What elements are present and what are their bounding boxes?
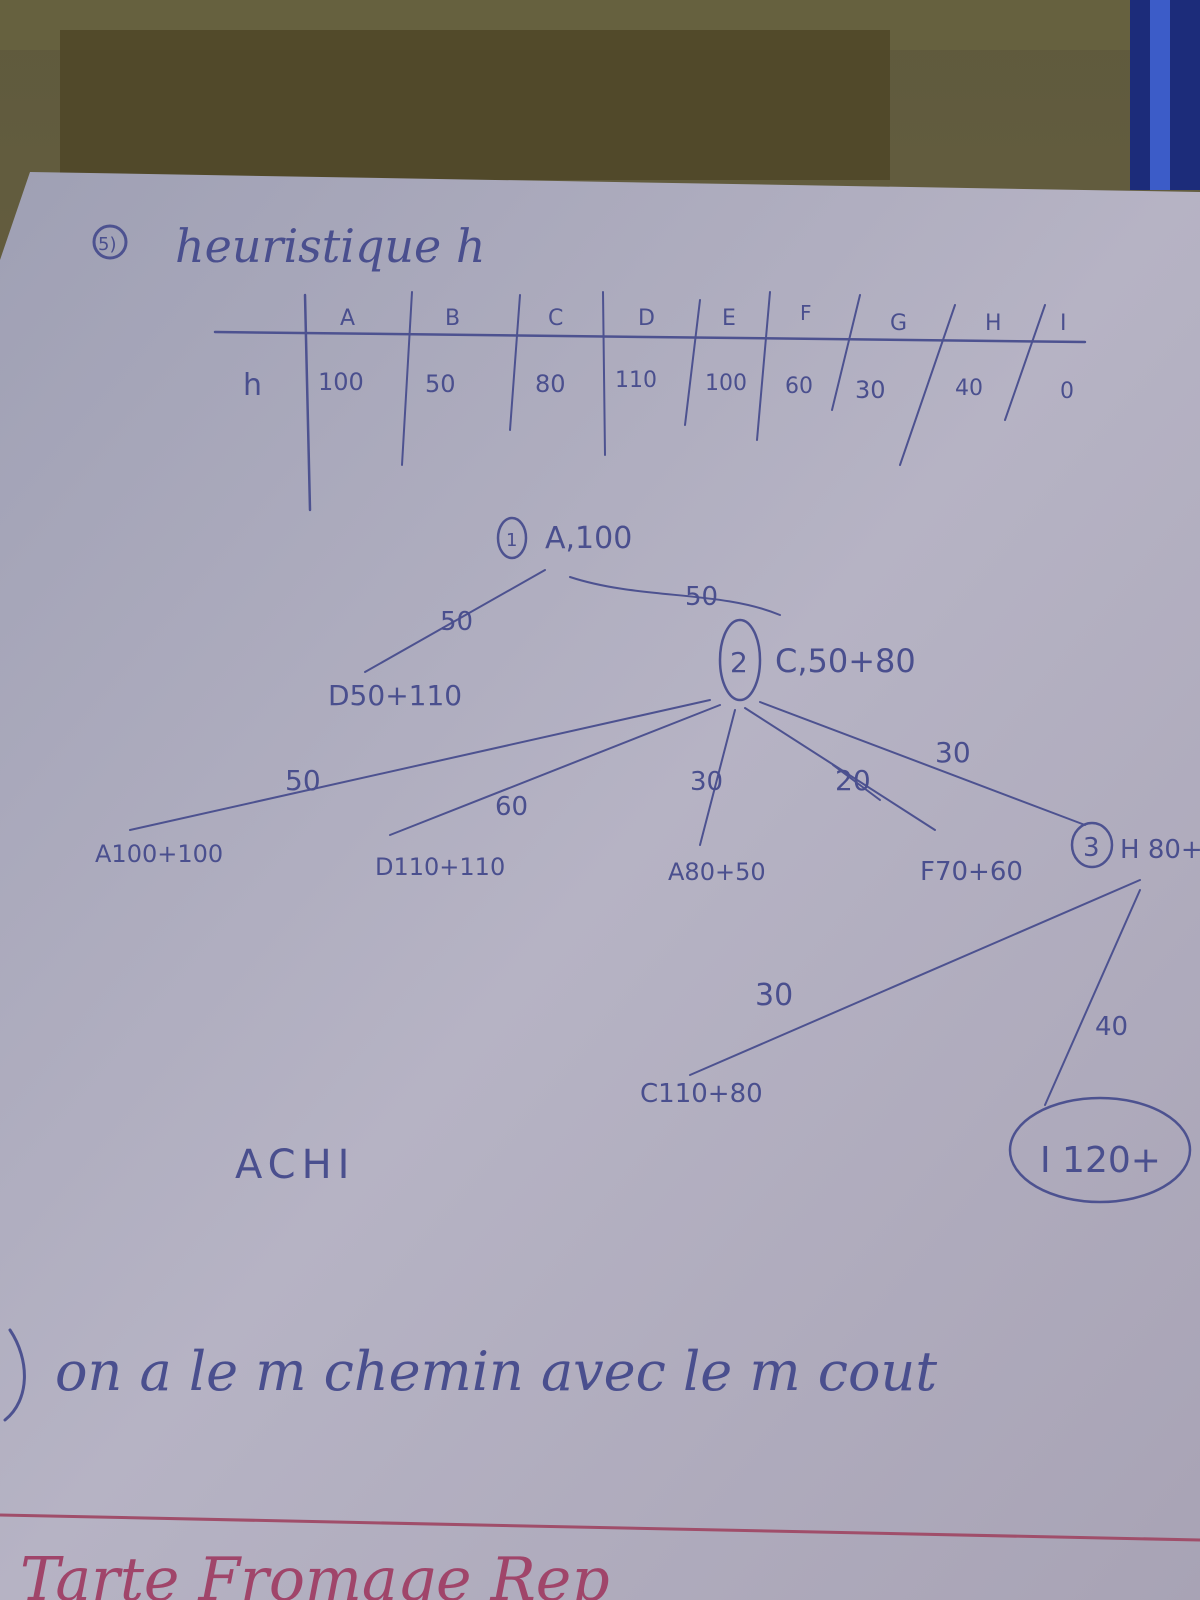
edge-cost: 50 (285, 764, 321, 797)
step-marker: 1 (506, 530, 517, 551)
paper-sheet (0, 172, 1200, 1600)
tree-node-label: C110+80 (640, 1079, 763, 1109)
goal-node-circle (1008, 1096, 1192, 1204)
tree-node-label: A100+100 (95, 840, 223, 868)
table-node-label: D (638, 306, 655, 331)
margin-rule (0, 1513, 1200, 1542)
step-marker-circle (496, 516, 528, 560)
tree-node-label: F70+60 (920, 857, 1023, 887)
tree-edge (689, 879, 1141, 1076)
edge-cost: 30 (690, 767, 723, 797)
result-path: ACHI (235, 1142, 355, 1188)
heading-text: heuristique h (175, 219, 486, 273)
table-value: 110 (615, 368, 657, 393)
heuristic-table: h A B C D E F G H I 100 50 80 110 100 60… (213, 291, 1087, 512)
table-node-label: A (340, 306, 355, 331)
table-divider (831, 294, 861, 411)
table-divider (1004, 304, 1046, 421)
tree-edge (569, 576, 781, 616)
exercise-number-circle (92, 224, 128, 260)
blue-binder-edge (1150, 0, 1170, 190)
table-value: 100 (705, 371, 747, 396)
tree-node-label: A80+50 (668, 858, 766, 886)
footer-text: Tarte Fromage Rep (20, 1545, 610, 1600)
tree-edge (699, 709, 736, 846)
table-value: 50 (425, 370, 456, 398)
table-node-label: I (1060, 311, 1067, 336)
step-marker-circle (718, 618, 762, 702)
edge-cost: 40 (1095, 1012, 1128, 1042)
table-label-divider (303, 293, 312, 512)
table-node-label: H (985, 311, 1002, 336)
tree-edge (389, 704, 721, 836)
table-divider (684, 299, 701, 426)
table-node-label: F (800, 301, 812, 325)
step-marker-circle (1070, 821, 1114, 869)
tree-node-label: D110+110 (375, 853, 505, 881)
dark-object (60, 30, 890, 180)
table-divider (756, 291, 771, 441)
table-value: 60 (785, 374, 813, 399)
step-marker: 2 (730, 646, 748, 679)
search-tree-edges (129, 569, 1141, 1106)
table-node-label: E (722, 306, 736, 331)
table-divider (602, 291, 606, 456)
tree-edge (759, 701, 1086, 826)
table-value: 0 (1060, 379, 1074, 404)
edge-cost: 50 (440, 607, 473, 637)
edge-cost: 50 (685, 582, 718, 612)
table-node-label: C (548, 306, 563, 331)
edge-costs: 50 50 50 60 30 20 30 30 40 (285, 582, 1128, 1042)
table-node-label: G (890, 311, 907, 336)
conclusion-note: on a le m chemin avec le m cout (55, 1340, 937, 1403)
bracket-mark (3, 1328, 26, 1422)
table-divider (899, 304, 956, 466)
tree-node-label: A,100 (545, 521, 632, 556)
edge-cost: 60 (495, 792, 528, 822)
strikethrough-mark (832, 764, 881, 801)
tree-edge (129, 699, 711, 831)
table-divider (509, 294, 521, 431)
edge-cost: 30 (935, 736, 971, 769)
table-row-label: h (243, 368, 262, 403)
tree-node-label: D50+110 (328, 679, 462, 712)
table-value: 30 (855, 376, 886, 404)
tree-edge (364, 569, 546, 673)
exercise-heading: 5) heuristique h (92, 219, 486, 273)
table-node-label: B (445, 306, 460, 331)
tree-node-label: C,50+80 (775, 642, 916, 680)
table-value: 100 (318, 368, 364, 396)
table-horizontal-rule (213, 330, 1087, 344)
search-tree-nodes: 1 A,100 D50+110 2 C,50+80 A100+100 D110+… (95, 516, 1200, 1204)
table-value: 40 (955, 376, 983, 401)
step-marker: 3 (1083, 833, 1100, 863)
table-value: 80 (535, 370, 566, 398)
tree-edge (1044, 889, 1141, 1106)
tree-node-label: I 120+ (1040, 1140, 1161, 1181)
table-divider (401, 291, 413, 466)
edge-cost: 30 (755, 978, 793, 1013)
tree-node-label: H 80+ (1120, 835, 1200, 865)
exercise-number: 5) (98, 234, 116, 255)
